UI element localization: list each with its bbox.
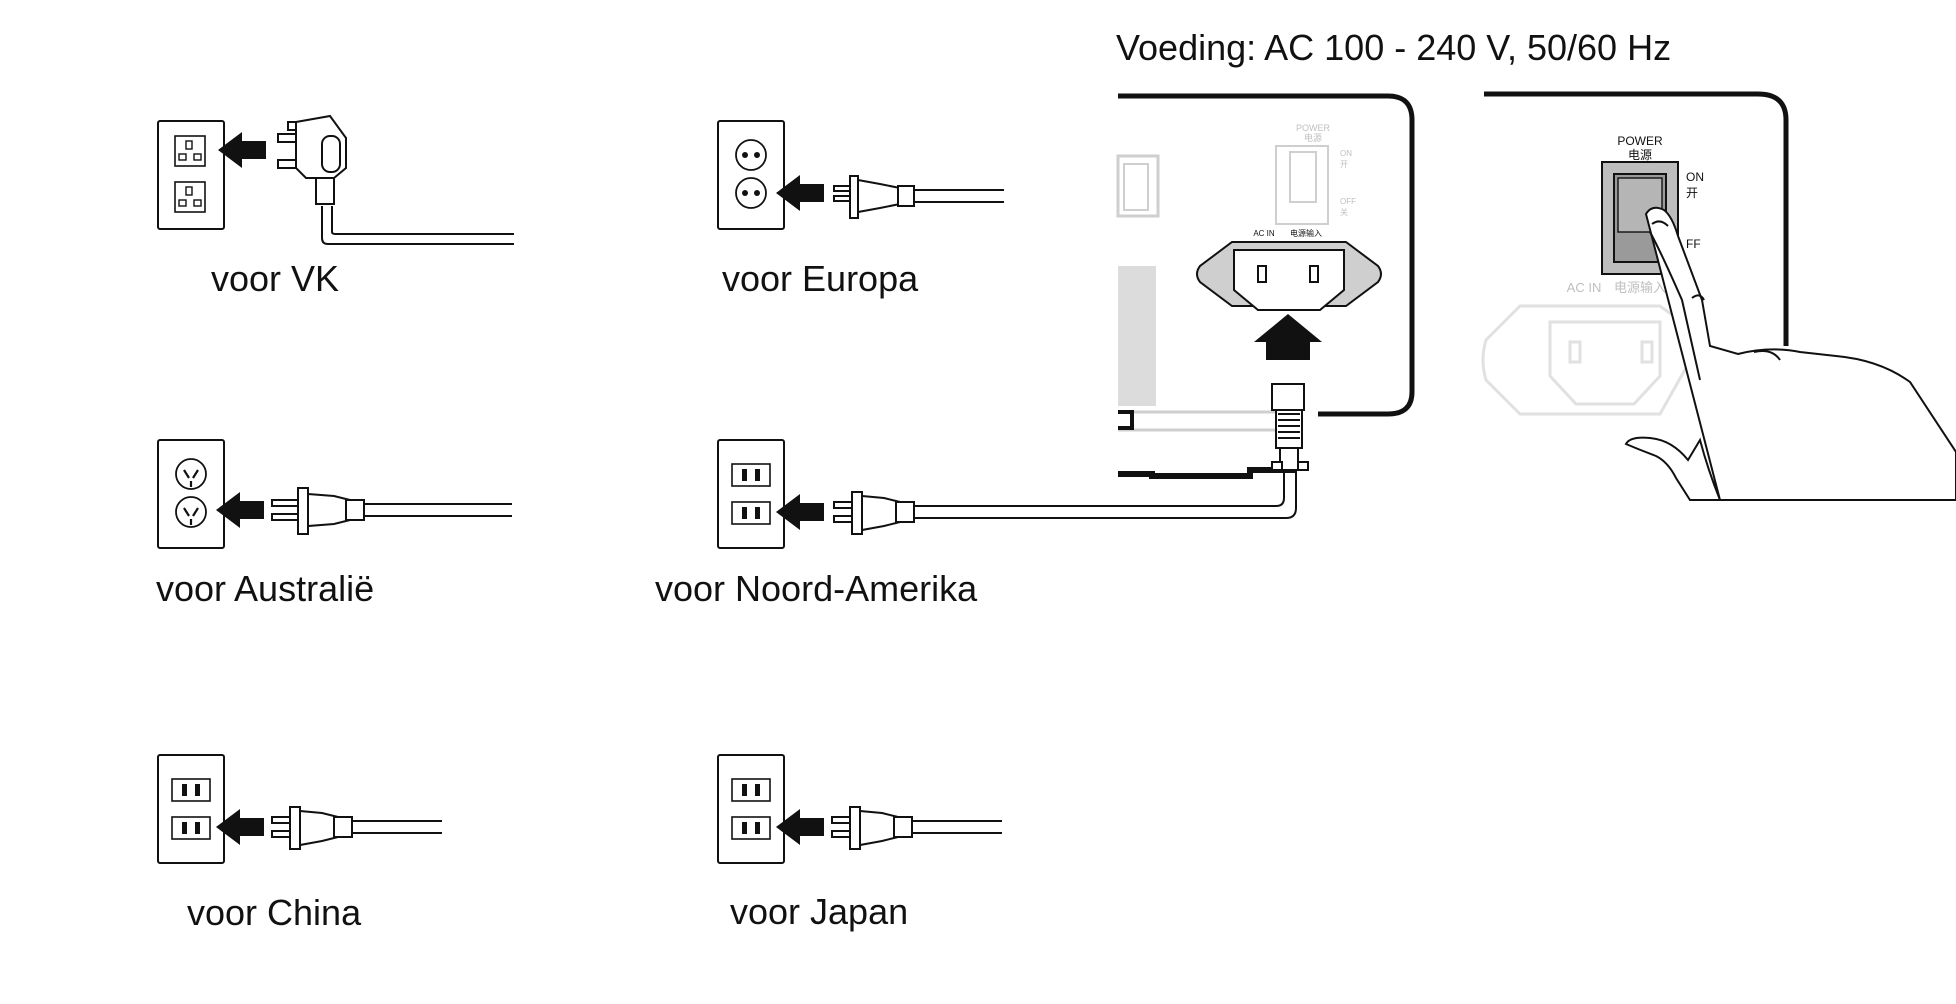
zoom-on-label: ON xyxy=(1686,170,1704,184)
power-switch-icon: POWER 电源 ON 开 FF xyxy=(1601,134,1704,275)
zoom-power-label-cn: 电源 xyxy=(1628,148,1652,162)
panel-ac-in-label: AC IN xyxy=(1253,229,1275,238)
zoom-power-label: POWER xyxy=(1617,134,1663,148)
plug-europe: voor Europa xyxy=(717,120,1004,299)
outlet-icon xyxy=(717,120,785,230)
plug-japan: voor Japan xyxy=(717,754,1002,932)
panel-off-label-cn: 关 xyxy=(1340,207,1348,217)
panel-ac-in-label-cn: 电源输入 xyxy=(1290,228,1322,238)
panel-power-label: POWER xyxy=(1296,123,1331,133)
power-switch-zoom: AC IN 电源输入 POWER 电源 ON 开 FF xyxy=(1481,91,1956,501)
iec-connector-icon xyxy=(1271,383,1309,471)
plug-icon xyxy=(833,470,1297,535)
arrow-left-icon xyxy=(218,132,266,168)
device-rear-panel: POWER 电源 ON 开 OFF 关 AC IN 电源输入 xyxy=(1116,93,1415,479)
plug-icon xyxy=(271,806,442,850)
panel-power-label-cn: 电源 xyxy=(1304,132,1322,143)
panel-on-label-cn: 开 xyxy=(1340,160,1348,169)
plug-icon xyxy=(271,487,512,535)
zoom-ac-in-label-cn: 电源输入 xyxy=(1614,280,1666,295)
plug-icon xyxy=(277,114,514,245)
outlet-icon xyxy=(157,754,225,864)
power-switch-icon: POWER 电源 ON 开 OFF 关 xyxy=(1275,123,1356,225)
plug-label-australia: voor Australië xyxy=(156,568,374,609)
outlet-icon xyxy=(157,439,225,549)
plug-label-europe: voor Europa xyxy=(722,258,919,299)
zoom-ac-in-label: AC IN xyxy=(1567,280,1602,295)
plug-china: voor China xyxy=(157,754,442,933)
outlet-icon xyxy=(717,439,785,549)
plug-uk: voor VK xyxy=(157,114,514,299)
zoom-off-label: FF xyxy=(1686,237,1701,251)
iec-inlet-icon xyxy=(1196,241,1382,311)
plug-label-uk: voor VK xyxy=(211,258,339,299)
hand-icon xyxy=(1624,206,1956,501)
outlet-icon xyxy=(717,754,785,864)
plug-label-japan: voor Japan xyxy=(730,891,908,932)
plug-icon xyxy=(831,806,1002,850)
plug-north-america: voor Noord-Amerika xyxy=(655,439,1297,609)
plug-australia: voor Australië xyxy=(156,439,512,609)
outlet-icon xyxy=(157,120,225,230)
panel-off-label: OFF xyxy=(1340,197,1356,206)
plug-label-north-america: voor Noord-Amerika xyxy=(655,568,978,609)
zoom-on-label-cn: 开 xyxy=(1686,186,1698,200)
arrow-up-icon xyxy=(1254,314,1322,360)
plug-label-china: voor China xyxy=(187,892,362,933)
panel-on-label: ON xyxy=(1340,149,1352,158)
plug-icon xyxy=(833,175,1004,219)
power-spec-title: Voeding: AC 100 - 240 V, 50/60 Hz xyxy=(1116,27,1671,68)
